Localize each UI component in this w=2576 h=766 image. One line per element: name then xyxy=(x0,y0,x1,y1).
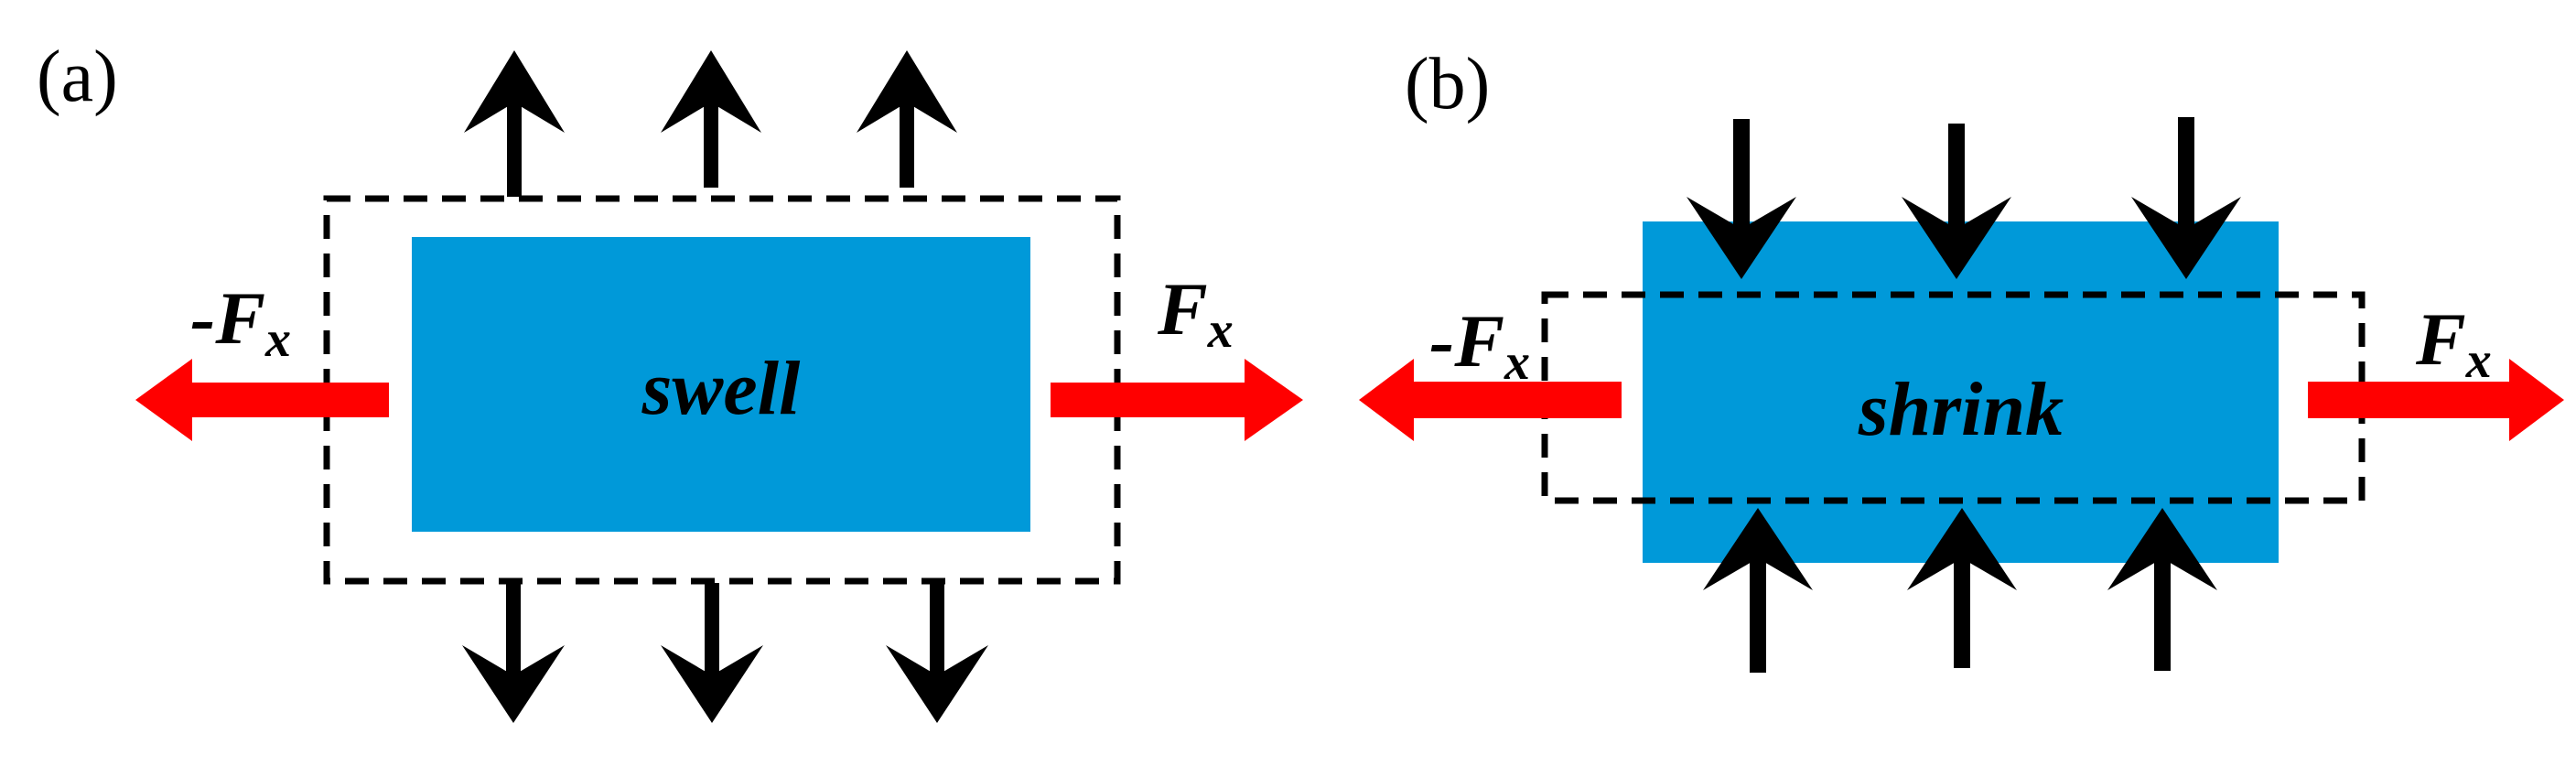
panel-b-right-force-label: Fx xyxy=(2415,297,2492,389)
panel-a-bottom-arrows xyxy=(462,583,988,723)
arrow-down-icon xyxy=(1687,119,1796,279)
arrow-down-icon xyxy=(462,583,565,723)
arrow-up-icon xyxy=(857,50,957,188)
arrow-down-icon xyxy=(661,583,763,723)
arrow-down-icon xyxy=(1902,124,2011,279)
arrow-up-icon xyxy=(1703,508,1813,673)
arrow-down-icon xyxy=(886,583,988,723)
panel-b-bottom-arrows xyxy=(1703,508,2217,673)
panel-a-left-force-arrow-icon xyxy=(135,359,389,441)
arrow-up-icon xyxy=(661,50,761,188)
panel-a-left-force-label: -Fx xyxy=(190,276,291,368)
arrow-up-icon xyxy=(464,50,565,197)
panel-a-right-force-label: Fx xyxy=(1157,267,1234,359)
panel-a-label: (a) xyxy=(37,37,118,117)
panel-b-block xyxy=(1643,221,2279,563)
arrow-up-icon xyxy=(2107,508,2217,671)
panel-b: (b) shrink xyxy=(1359,44,2564,673)
panel-b-top-arrows xyxy=(1687,117,2241,279)
arrow-down-icon xyxy=(2131,117,2241,279)
panel-a-right-force-arrow-icon xyxy=(1051,359,1303,441)
panel-b-right-force-arrow-icon xyxy=(2308,359,2564,441)
panel-a: (a) swell xyxy=(37,37,1303,723)
panel-a-block-text: swell xyxy=(641,346,801,431)
panel-b-label: (b) xyxy=(1405,44,1490,124)
panel-b-left-force-label: -Fx xyxy=(1429,299,1530,391)
panel-b-block-text: shrink xyxy=(1858,367,2064,452)
arrow-up-icon xyxy=(1907,508,2017,668)
panel-a-top-arrows xyxy=(464,50,957,197)
panel-b-left-force-arrow-icon xyxy=(1359,359,1622,441)
panel-a-block xyxy=(412,237,1030,532)
